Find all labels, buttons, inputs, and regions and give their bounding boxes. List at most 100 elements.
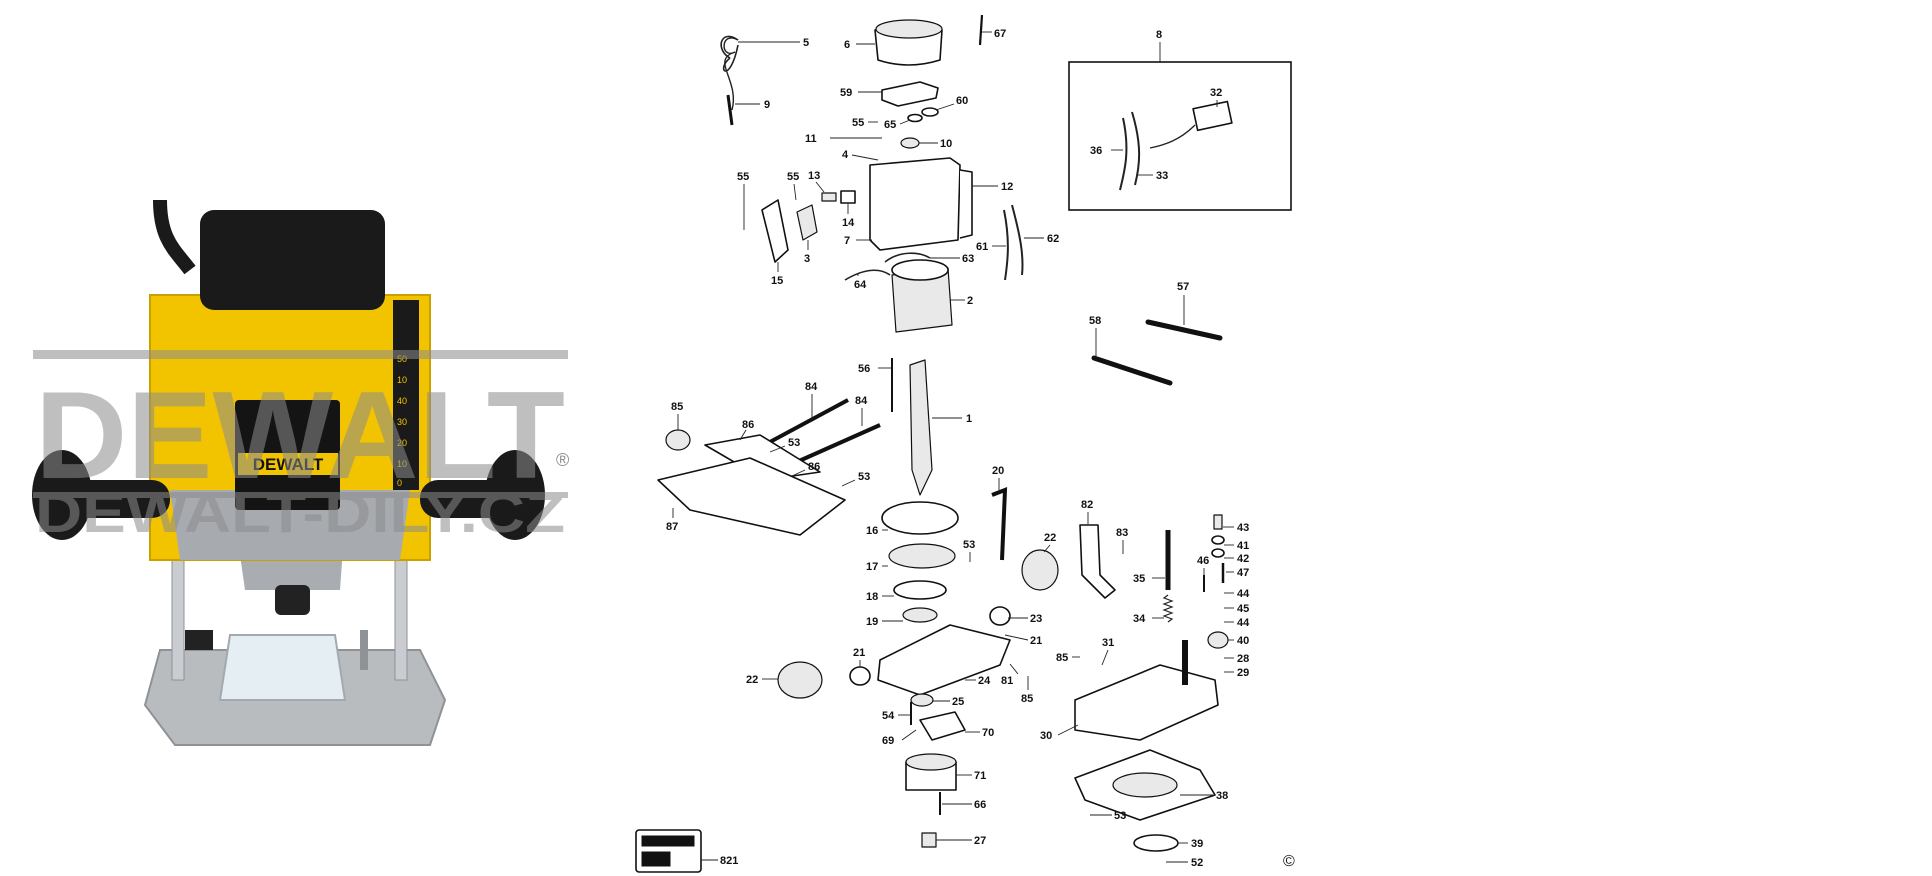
part-number: 69 bbox=[882, 735, 894, 747]
part-bearing-10-drawing bbox=[900, 137, 920, 149]
part-spring-33-drawing bbox=[1131, 111, 1141, 186]
part-ring-25-drawing bbox=[910, 693, 934, 707]
base-plate-window bbox=[218, 634, 347, 701]
callout-p33: 33 bbox=[1138, 170, 1168, 182]
part-number: 16 bbox=[866, 525, 878, 537]
part-number: 87 bbox=[666, 521, 678, 533]
part-drawings bbox=[635, 14, 1292, 873]
callout-p30: 30 bbox=[1040, 724, 1079, 742]
callout-p70: 70 bbox=[965, 727, 994, 739]
callout-p1: 1 bbox=[932, 413, 972, 425]
part-number: 83 bbox=[1116, 527, 1128, 539]
part-number: 42 bbox=[1237, 553, 1249, 565]
part-bushing-21-drawing bbox=[849, 666, 871, 686]
part-number: 61 bbox=[976, 241, 988, 253]
callout-p54: 54 bbox=[882, 710, 911, 722]
router-lower-body bbox=[170, 490, 410, 560]
part-number: 67 bbox=[994, 28, 1006, 40]
part-number: 18 bbox=[866, 591, 878, 603]
housing-fins-drawing bbox=[959, 169, 973, 239]
callout-p57: 57 bbox=[1177, 281, 1189, 325]
part-number: 22 bbox=[1044, 532, 1056, 544]
part-number: 27 bbox=[974, 835, 986, 847]
part-number: 14 bbox=[842, 217, 855, 229]
part-parallel-guide-drawing bbox=[657, 457, 846, 536]
part-number: 85 bbox=[671, 401, 683, 413]
router-product-photo: DEWALT 50 10 40 30 20 10 0 DEWALT DEWALT… bbox=[32, 199, 569, 746]
callout-p38: 38 bbox=[1180, 790, 1228, 802]
callout-p87: 87 bbox=[666, 508, 678, 533]
callout-p69: 69 bbox=[882, 729, 917, 747]
part-number: 19 bbox=[866, 616, 878, 628]
callout-p44b: 44 bbox=[1224, 617, 1250, 629]
part-number: 38 bbox=[1216, 790, 1228, 802]
callout-p52: 52 bbox=[1166, 857, 1203, 869]
router-collet bbox=[275, 585, 310, 615]
callout-p41: 41 bbox=[1224, 540, 1249, 552]
part-number: 44 bbox=[1237, 588, 1250, 600]
part-number: 1 bbox=[966, 413, 972, 425]
part-number: 86 bbox=[808, 461, 820, 473]
motor-cap-top-drawing bbox=[875, 19, 943, 39]
part-number: 5 bbox=[803, 37, 809, 49]
callout-p53a: 53 bbox=[769, 437, 800, 453]
callout-p15: 15 bbox=[771, 262, 783, 287]
callout-p2: 2 bbox=[950, 295, 973, 307]
part-cable-62-drawing bbox=[1011, 204, 1024, 276]
part-number: 81 bbox=[1001, 675, 1013, 687]
callout-p35: 35 bbox=[1133, 573, 1165, 585]
part-number: 59 bbox=[840, 87, 852, 99]
part-switch-drawing bbox=[761, 199, 789, 263]
part-number: 70 bbox=[982, 727, 994, 739]
part-number: 13 bbox=[808, 170, 820, 182]
callout-p32: 32 bbox=[1210, 87, 1222, 107]
callout-p81: 81 bbox=[1001, 663, 1019, 687]
callout-p6: 6 bbox=[844, 39, 875, 51]
stator-top-drawing bbox=[891, 259, 949, 281]
depth-scale-label: 20 bbox=[397, 438, 407, 448]
depth-scale-label: 0 bbox=[397, 478, 402, 488]
part-washer-60-drawing bbox=[921, 107, 939, 117]
callout-p61: 61 bbox=[976, 241, 1006, 253]
part-number: 46 bbox=[1197, 555, 1209, 567]
callout-p11: 11 bbox=[805, 133, 882, 145]
part-number: 60 bbox=[956, 95, 968, 107]
part-number: 53 bbox=[1114, 810, 1126, 822]
part-plunge-body-drawing bbox=[877, 624, 1011, 696]
depth-scale-label: 40 bbox=[397, 396, 407, 406]
part-brush-kit-box-drawing bbox=[1068, 61, 1292, 211]
part-number: 17 bbox=[866, 561, 878, 573]
part-plate-59-drawing bbox=[881, 81, 939, 107]
callout-p64: 64 bbox=[854, 274, 867, 291]
part-cable-line-drawing bbox=[723, 37, 739, 111]
callout-p62: 62 bbox=[1024, 233, 1059, 245]
callout-p85c: 85 bbox=[1021, 676, 1033, 705]
part-number: 62 bbox=[1047, 233, 1059, 245]
part-number: 29 bbox=[1237, 667, 1249, 679]
depth-scale bbox=[393, 300, 419, 490]
part-nut-27-drawing bbox=[921, 832, 937, 848]
callout-p34: 34 bbox=[1133, 613, 1164, 625]
part-washer-18-drawing bbox=[893, 580, 947, 600]
exploded-parts-diagram: 5 6 67 8 9 59 60 55 65 11 10 32 36 33 4 … bbox=[635, 14, 1292, 873]
part-number: 58 bbox=[1089, 315, 1101, 327]
callout-p53d: 53 bbox=[1090, 810, 1126, 822]
part-number: 54 bbox=[882, 710, 895, 722]
part-screw-43-drawing bbox=[1213, 514, 1223, 530]
part-number: 21 bbox=[853, 647, 865, 659]
callout-p85b: 85 bbox=[1056, 652, 1080, 664]
part-switch-3-drawing bbox=[796, 204, 818, 241]
part-number: 32 bbox=[1210, 87, 1222, 99]
part-number: 2 bbox=[967, 295, 973, 307]
part-wrench-58-drawing bbox=[1091, 355, 1173, 386]
part-spring-36-drawing bbox=[1119, 117, 1128, 191]
part-guide-bush-39-drawing bbox=[1133, 834, 1179, 852]
callout-p22a: 22 bbox=[1043, 532, 1056, 553]
part-number: 30 bbox=[1040, 730, 1052, 742]
depth-scale-label: 30 bbox=[397, 417, 407, 427]
part-number: 23 bbox=[1030, 613, 1042, 625]
callout-p28: 28 bbox=[1224, 653, 1249, 665]
logo-badge bbox=[238, 453, 338, 475]
part-number: 9 bbox=[764, 99, 770, 111]
callout-p47: 47 bbox=[1226, 567, 1249, 579]
